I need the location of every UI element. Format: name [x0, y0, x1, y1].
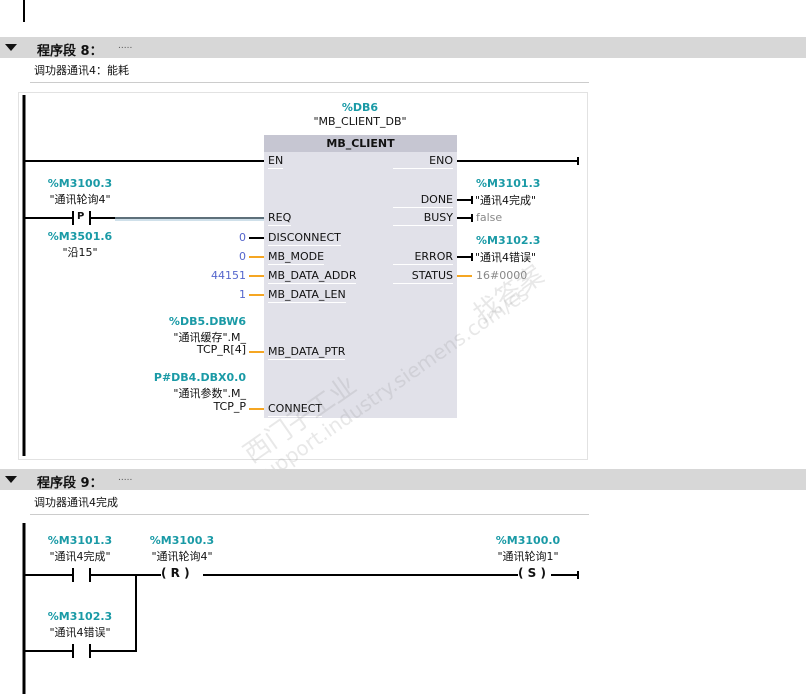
- pin-mb-data-addr: MB_DATA_ADDR: [268, 269, 357, 284]
- edge-memory-address: %M3501.6: [47, 230, 113, 243]
- pin-req: REQ: [268, 211, 292, 226]
- pin-connect: CONNECT: [268, 402, 323, 417]
- req-contact-address: %M3100.3: [47, 177, 113, 190]
- instance-db-name[interactable]: "MB_CLIENT_DB": [313, 115, 407, 128]
- pin-status: STATUS: [393, 269, 453, 284]
- error-address: %M3102.3: [476, 234, 541, 247]
- pin-mb-mode: MB_MODE: [268, 250, 325, 265]
- instance-db-address: %DB6: [341, 101, 379, 114]
- network-8-header[interactable]: 程序段 8： .....: [0, 37, 806, 59]
- pin-error: ERROR: [393, 250, 453, 265]
- network-comment[interactable]: 调功器通讯4完成: [30, 494, 589, 515]
- network-title: 程序段 9：: [37, 476, 103, 491]
- mb-data-addr-value[interactable]: 44151: [211, 269, 246, 282]
- reset-coil-icon[interactable]: ( R ): [161, 566, 190, 580]
- collapse-triangle-icon[interactable]: [5, 44, 17, 51]
- set-coil-label: S: [527, 566, 537, 580]
- pin-disconnect: DISCONNECT: [268, 231, 341, 246]
- ladder-area-8: [18, 92, 588, 460]
- network-title: 程序段 8：: [37, 44, 103, 59]
- set-coil-icon[interactable]: ( S ): [518, 566, 546, 580]
- disconnect-value[interactable]: 0: [239, 231, 246, 244]
- block-name: MB_CLIENT: [264, 135, 457, 152]
- contact2-name[interactable]: "通讯4错误": [49, 626, 111, 639]
- reset-coil-name[interactable]: "通讯轮询4": [151, 550, 213, 563]
- contact1-name[interactable]: "通讯4完成": [49, 550, 111, 563]
- reset-coil-label: R: [170, 566, 180, 580]
- connect-name-2[interactable]: TCP_P: [213, 400, 246, 413]
- collapse-triangle-icon[interactable]: [5, 476, 17, 483]
- mb-data-len-value[interactable]: 1: [239, 288, 246, 301]
- data-ptr-name-1[interactable]: "通讯缓存".M_: [173, 331, 246, 344]
- req-contact-name[interactable]: "通讯轮询4": [49, 193, 111, 206]
- p-contact-icon[interactable]: P: [77, 211, 85, 222]
- mb-client-block[interactable]: MB_CLIENT: [264, 135, 457, 418]
- pin-mb-data-len: MB_DATA_LEN: [268, 288, 346, 303]
- pin-eno: ENO: [393, 154, 453, 169]
- pin-mb-data-ptr: MB_DATA_PTR: [268, 345, 346, 360]
- set-coil-name[interactable]: "通讯轮询1": [497, 550, 559, 563]
- connect-name-1[interactable]: "通讯参数".M_: [173, 387, 246, 400]
- network-dots: .....: [118, 473, 133, 483]
- done-address: %M3101.3: [476, 177, 541, 190]
- status-value: 16#0000: [476, 269, 528, 282]
- done-name[interactable]: "通讯4完成": [475, 194, 537, 207]
- pin-en: EN: [268, 154, 284, 169]
- mb-mode-value[interactable]: 0: [239, 250, 246, 263]
- edge-memory-name[interactable]: "沿15": [62, 246, 98, 259]
- data-ptr-name-2[interactable]: TCP_R[4]: [196, 343, 246, 356]
- network-9-header[interactable]: 程序段 9： .....: [0, 469, 806, 491]
- contact1-address: %M3101.3: [47, 534, 113, 547]
- network-dots: .....: [118, 41, 133, 51]
- reset-coil-address: %M3100.3: [149, 534, 215, 547]
- network-comment[interactable]: 调功器通讯4：能耗: [30, 62, 589, 83]
- pin-busy: BUSY: [393, 211, 453, 226]
- connect-address: P#DB4.DBX0.0: [153, 371, 246, 384]
- busy-value: false: [476, 211, 503, 224]
- set-coil-address: %M3100.0: [495, 534, 561, 547]
- pin-done: DONE: [393, 193, 453, 208]
- error-name[interactable]: "通讯4错误": [475, 251, 537, 264]
- data-ptr-address: %DB5.DBW6: [168, 315, 246, 328]
- contact2-address: %M3102.3: [47, 610, 113, 623]
